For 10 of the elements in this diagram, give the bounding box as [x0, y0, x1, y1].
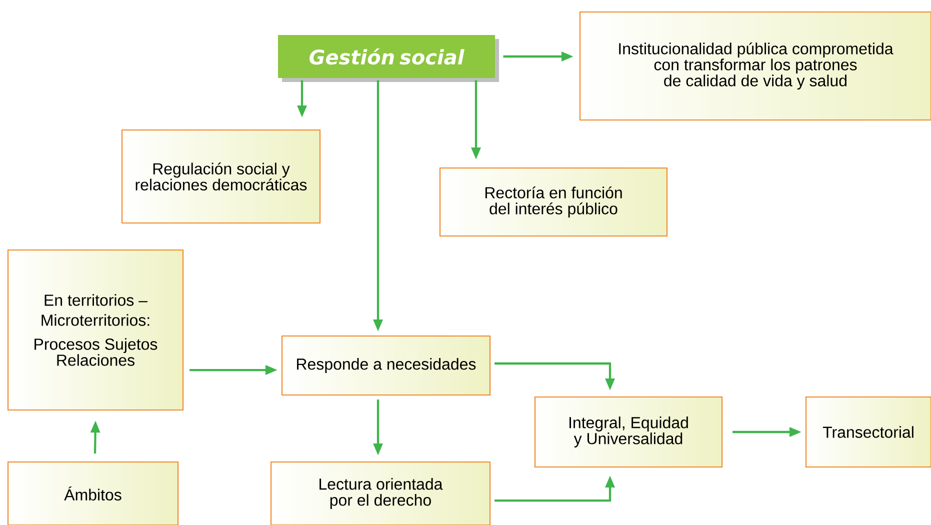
concept-box: Responde a necesidades — [281, 335, 491, 396]
concept-box: Integral, Equidad y Universalidad — [534, 396, 723, 468]
concept-box: Lectura orientada por el derecho — [270, 461, 491, 525]
concept-box: Regulación social y relaciones democráticas — [121, 129, 321, 224]
concept-box: En territorios – Microterritorios: Procesos Sujetos Relaciones — [7, 249, 184, 411]
concept-box: Ámbitos — [7, 461, 179, 525]
title-box: Gestión social — [278, 35, 499, 82]
concept-box: Transectorial — [805, 396, 931, 468]
concept-box: Institucionalidad pública comprometida con transformar los patrones de calidad de vida y salud — [579, 11, 931, 121]
concept-box: Rectoría en función del interés público — [439, 167, 668, 237]
